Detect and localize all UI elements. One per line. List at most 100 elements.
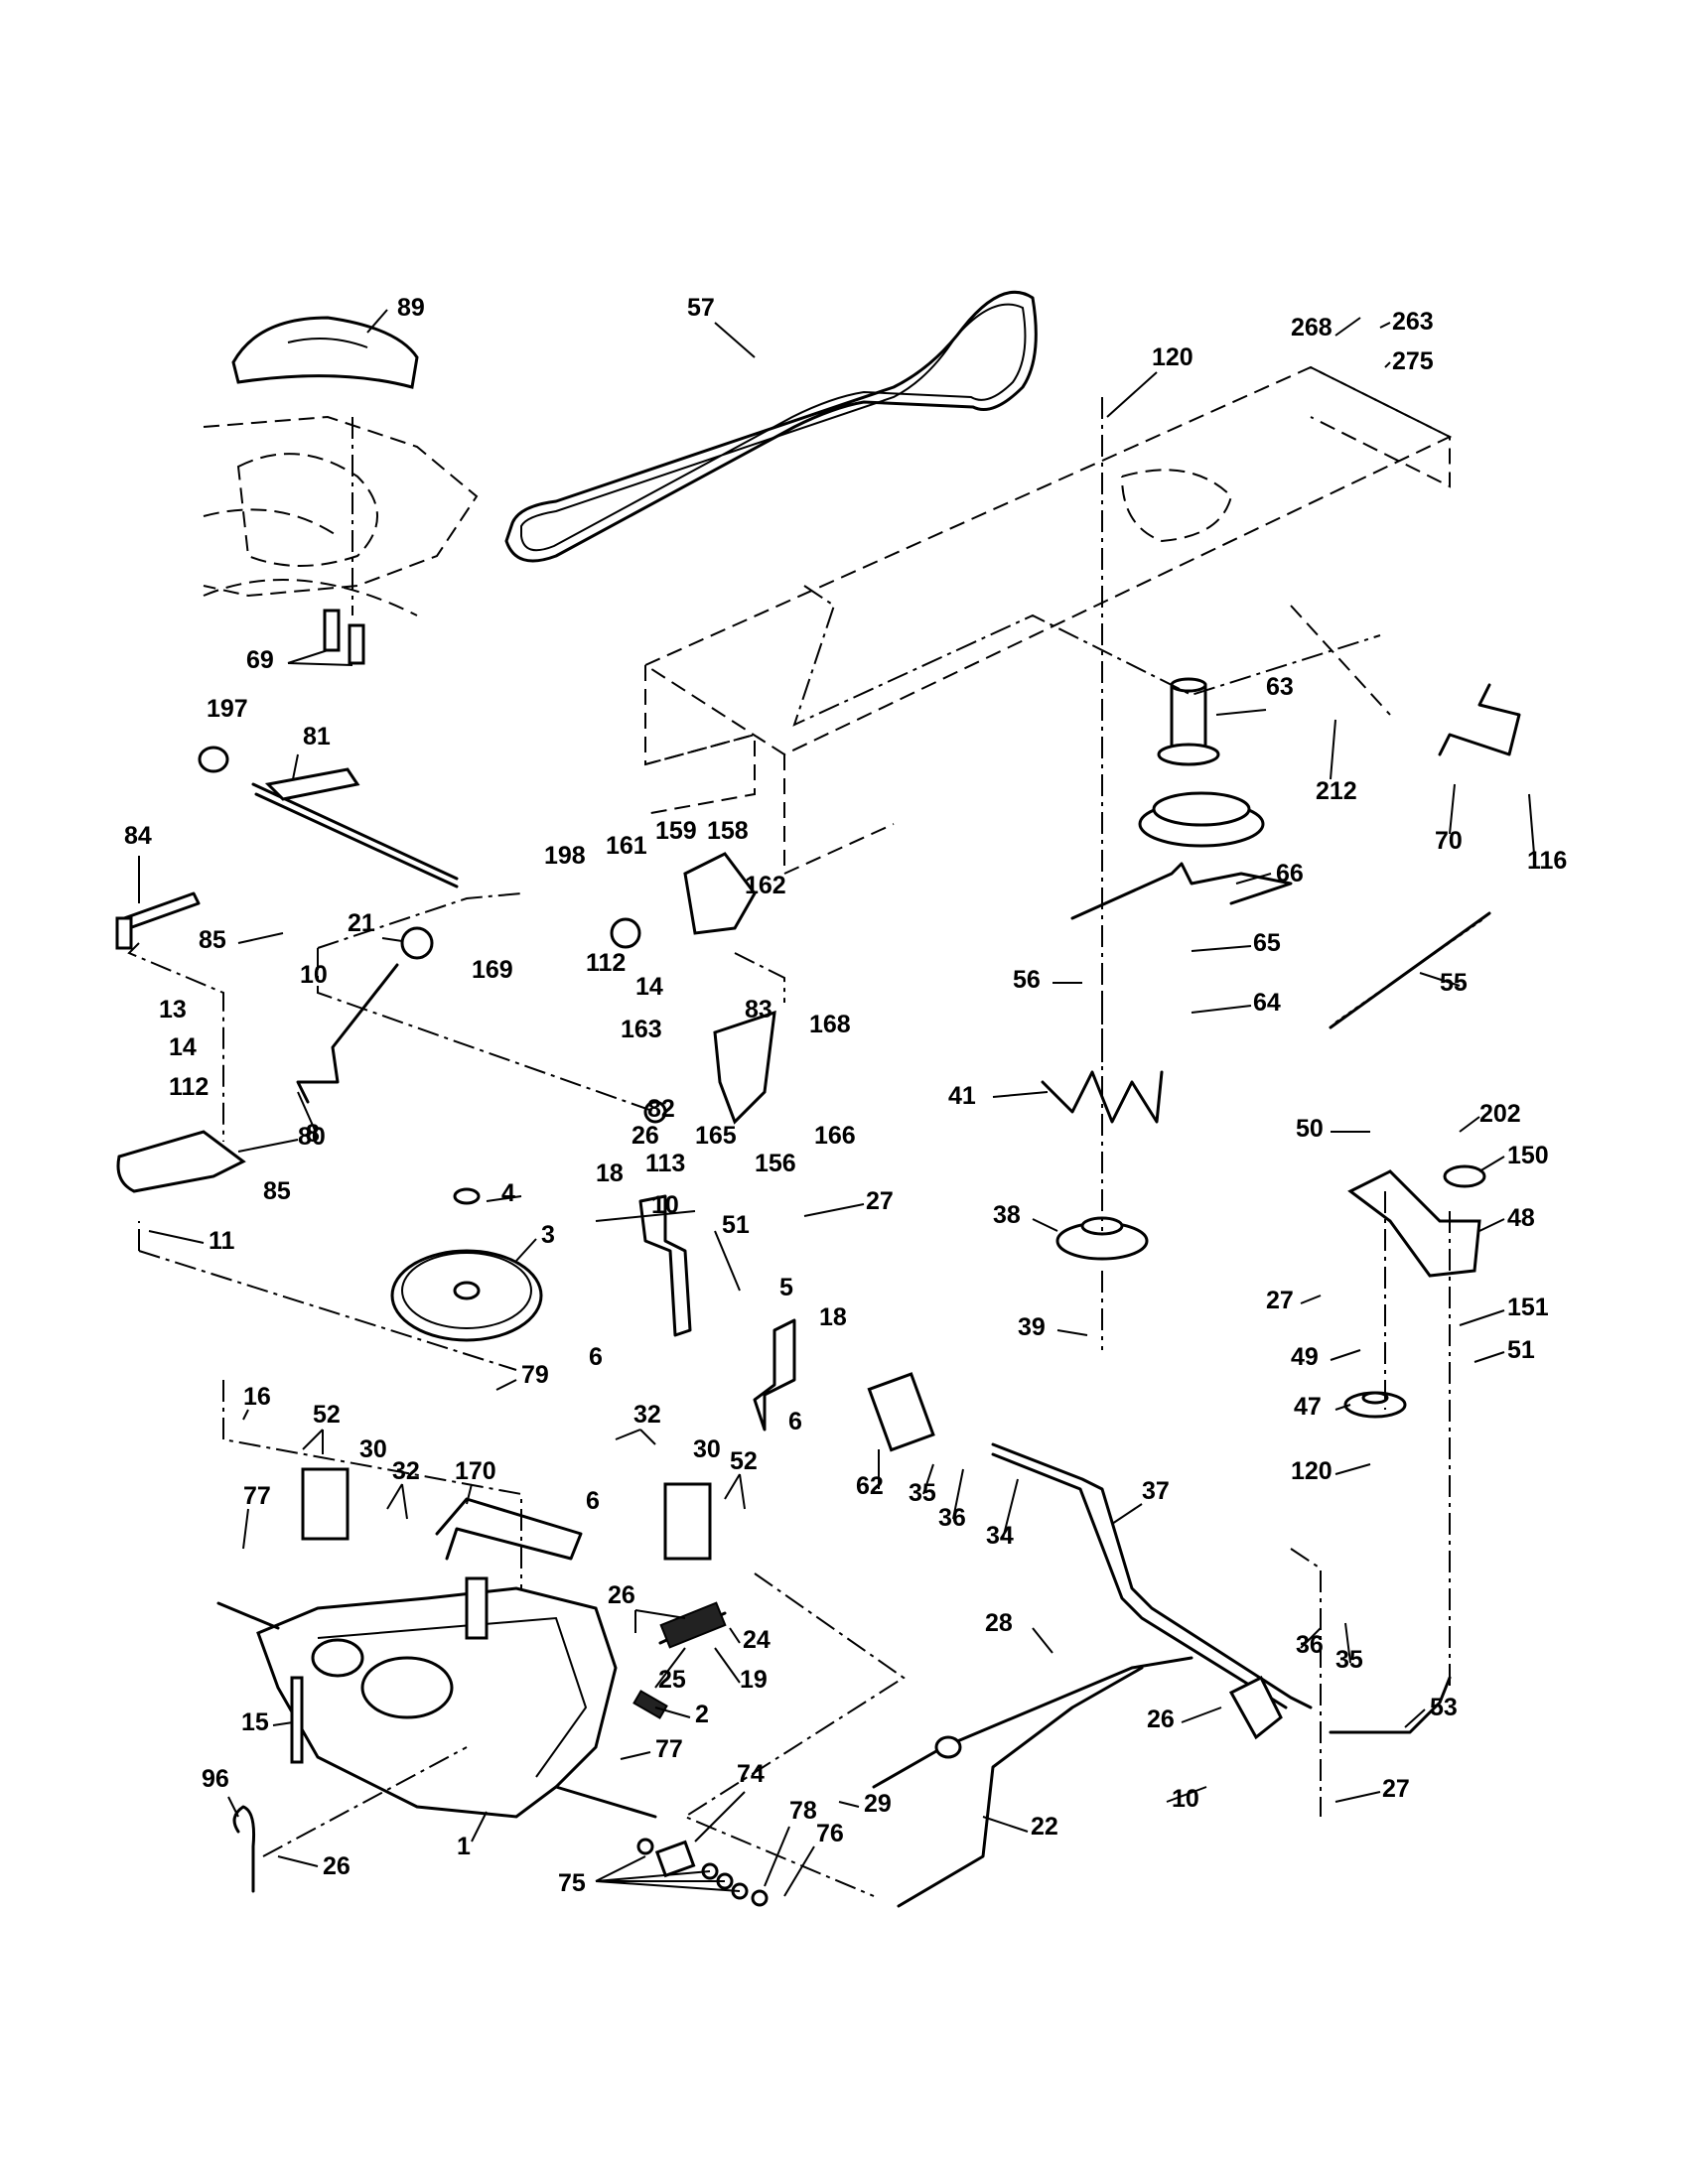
callout-75: 75: [558, 1869, 586, 1897]
callout-26-d: 26: [323, 1852, 351, 1880]
drive-belt: [504, 290, 1038, 563]
idler-arm: [1070, 862, 1293, 920]
callout-51-a: 51: [1507, 1336, 1535, 1364]
rod-53: [1329, 1676, 1452, 1734]
callout-165: 165: [695, 1122, 737, 1150]
callout-66: 66: [1276, 860, 1304, 887]
bracket-113: [638, 1194, 692, 1337]
pin-96: [232, 1805, 255, 1893]
callout-5: 5: [779, 1274, 793, 1301]
shift-lever: [296, 926, 434, 1104]
callout-163: 163: [621, 1016, 662, 1043]
callout-19: 19: [740, 1666, 768, 1694]
brake-link: [116, 1130, 246, 1193]
callout-36-a: 36: [938, 1504, 966, 1532]
callout-6-b: 6: [788, 1408, 802, 1435]
callout-49: 49: [1291, 1343, 1319, 1371]
callout-162: 162: [745, 872, 786, 899]
callout-96: 96: [202, 1765, 229, 1793]
callout-74: 74: [737, 1760, 765, 1788]
callout-57: 57: [687, 294, 715, 322]
callout-2: 2: [695, 1701, 709, 1728]
callout-8: 8: [306, 1120, 320, 1148]
pulley-47: [1343, 1391, 1407, 1419]
callout-16: 16: [243, 1383, 271, 1411]
drive-belt-inner: [520, 303, 1027, 552]
callout-263: 263: [1392, 308, 1434, 336]
pulley-38: [1055, 1216, 1149, 1261]
shift-rod: [198, 746, 459, 888]
callout-56: 56: [1013, 966, 1041, 994]
callout-labels: 57 89 120 268 263 275 69 197 81 84 85 21…: [124, 294, 1567, 1897]
callout-6-a: 6: [589, 1343, 603, 1371]
bolts-69: [323, 609, 365, 665]
seat-fender: [231, 316, 419, 389]
callout-150: 150: [1507, 1142, 1549, 1169]
callout-202: 202: [1479, 1100, 1521, 1128]
callout-76: 76: [816, 1820, 844, 1847]
callout-166: 166: [814, 1122, 856, 1150]
callout-63: 63: [1266, 673, 1294, 701]
callout-11: 11: [209, 1227, 235, 1255]
callout-21: 21: [348, 909, 375, 937]
callout-3: 3: [541, 1221, 555, 1249]
callout-37: 37: [1142, 1477, 1170, 1505]
callout-36-b: 36: [1296, 1631, 1324, 1659]
callout-26-c: 26: [1147, 1706, 1175, 1733]
callout-38: 38: [993, 1201, 1021, 1229]
callout-13: 13: [159, 996, 187, 1024]
callout-158: 158: [707, 817, 749, 845]
transaxle-pulley: [390, 1187, 543, 1342]
callout-6-c: 6: [586, 1487, 600, 1515]
callout-112: 112: [169, 1073, 209, 1101]
callout-79: 79: [521, 1361, 549, 1389]
callout-275: 275: [1392, 347, 1434, 375]
callout-25: 25: [658, 1666, 686, 1694]
callout-52-a: 52: [313, 1401, 341, 1429]
callout-83: 83: [745, 996, 772, 1024]
callout-112-b: 112: [586, 949, 626, 977]
callout-51-b: 51: [722, 1211, 750, 1239]
spring-55: [1329, 911, 1491, 1029]
callout-169: 169: [472, 956, 513, 984]
callout-198: 198: [544, 842, 586, 870]
frame-outline: [203, 365, 1453, 876]
callout-30-a: 30: [359, 1435, 387, 1463]
plate-30-right: [663, 1482, 712, 1561]
callout-24: 24: [743, 1626, 771, 1654]
spring-2: [632, 1690, 668, 1719]
callout-28: 28: [985, 1609, 1013, 1637]
callout-64: 64: [1253, 989, 1281, 1017]
bolt-15: [290, 1676, 304, 1764]
callout-70: 70: [1435, 827, 1463, 855]
rod-28: [872, 1656, 1193, 1789]
callout-161: 161: [606, 832, 647, 860]
callout-78: 78: [789, 1797, 817, 1825]
rod-28-end: [934, 1735, 962, 1759]
callout-53: 53: [1430, 1694, 1458, 1721]
callout-29: 29: [864, 1790, 892, 1818]
bracket-5: [753, 1318, 796, 1432]
callout-84: 84: [124, 822, 152, 850]
callout-27-a: 27: [1266, 1287, 1294, 1314]
bracket-26: [1228, 1675, 1283, 1740]
callout-1: 1: [457, 1833, 471, 1860]
callout-4: 4: [501, 1179, 515, 1207]
callout-212: 212: [1316, 777, 1357, 805]
callout-80: 80: [298, 1123, 326, 1151]
callout-120: 120: [1152, 343, 1193, 371]
fender-slot: [287, 338, 368, 348]
callout-85-b: 85: [263, 1177, 291, 1205]
callout-41: 41: [948, 1082, 976, 1110]
callout-18-b: 18: [819, 1303, 847, 1331]
spacer-150: [1443, 1164, 1486, 1188]
control-bracket: [610, 852, 776, 1125]
callout-47: 47: [1294, 1393, 1322, 1421]
callout-50: 50: [1296, 1115, 1324, 1143]
callout-18-a: 18: [596, 1160, 624, 1187]
shaft-34: [991, 1442, 1313, 1709]
callout-48: 48: [1507, 1204, 1535, 1232]
callout-32-a: 32: [392, 1457, 420, 1485]
spring-25-body: [659, 1601, 727, 1649]
